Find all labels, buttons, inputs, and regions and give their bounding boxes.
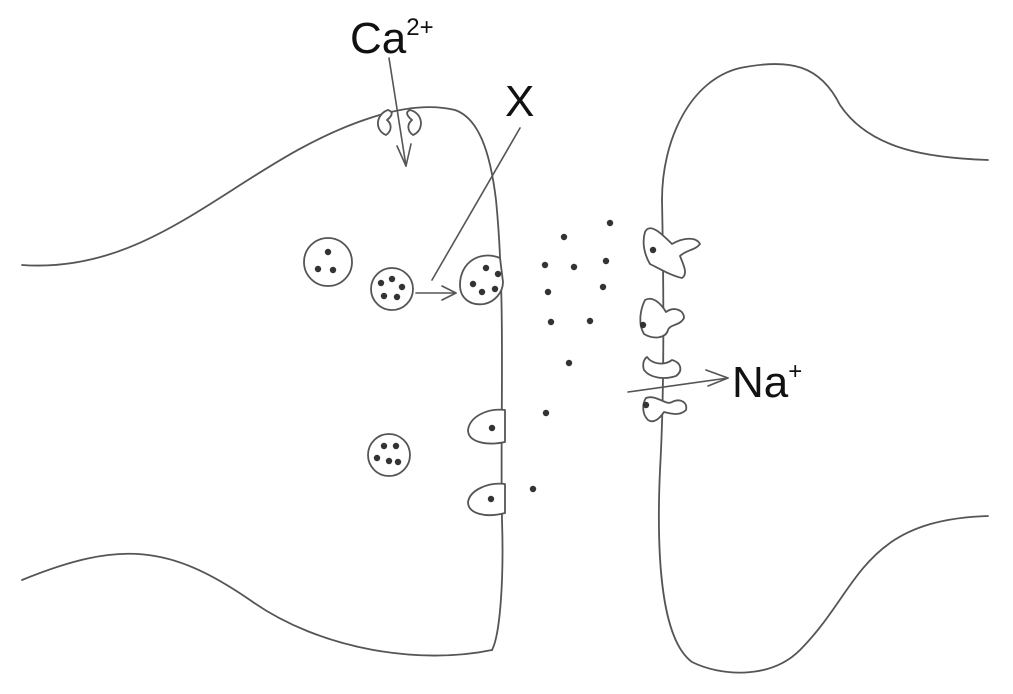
fusing-vesicle-x bbox=[459, 254, 504, 306]
postsynaptic-membrane-side bbox=[658, 199, 989, 674]
neurotransmitter bbox=[544, 288, 552, 296]
postsynaptic-terminal bbox=[658, 63, 989, 674]
receptor-3 bbox=[642, 356, 682, 379]
neurotransmitter bbox=[541, 261, 549, 269]
calcium-channel-right-half bbox=[406, 109, 422, 136]
neurotransmitter bbox=[602, 257, 610, 265]
sodium-ion-label: Na+ bbox=[732, 358, 802, 407]
sodium-influx-arrow bbox=[627, 369, 729, 393]
vesicle-2 bbox=[370, 267, 414, 311]
neurotransmitter bbox=[586, 317, 594, 325]
vesicle-3 bbox=[367, 433, 411, 477]
x-pointer-line bbox=[431, 127, 521, 281]
calcium-influx-arrow bbox=[388, 57, 412, 167]
neurotransmitter bbox=[529, 485, 537, 493]
neurotransmitter bbox=[570, 263, 578, 271]
neurotransmitter bbox=[542, 409, 550, 417]
presynaptic-membrane-lower bbox=[21, 552, 493, 657]
presynaptic-terminal bbox=[21, 106, 504, 657]
neurotransmitter bbox=[547, 318, 555, 326]
calcium-label-base: Ca bbox=[350, 14, 407, 63]
receptor-2 bbox=[639, 297, 685, 339]
neurotransmitter bbox=[599, 283, 607, 291]
sodium-label-base: Na bbox=[732, 358, 789, 407]
fusing-vesicle-lower-1 bbox=[467, 408, 506, 445]
neurotransmitter bbox=[606, 219, 614, 227]
receptor-1 bbox=[642, 227, 701, 279]
neurotransmitter bbox=[565, 359, 573, 367]
presynaptic-membrane-upper bbox=[21, 106, 504, 651]
neurotransmitter-molecules bbox=[529, 219, 614, 493]
neurotransmitter bbox=[560, 233, 568, 241]
calcium-label-charge: 2+ bbox=[406, 14, 433, 41]
vesicle-movement-arrow bbox=[415, 285, 457, 301]
vesicle-1 bbox=[303, 237, 353, 287]
calcium-channel bbox=[377, 109, 422, 136]
x-label: X bbox=[505, 77, 534, 126]
postsynaptic-membrane-upper bbox=[661, 63, 989, 201]
calcium-channel-left-half bbox=[377, 109, 393, 136]
calcium-ion-label: Ca2+ bbox=[350, 14, 434, 63]
fusing-vesicle-lower-2 bbox=[467, 482, 506, 516]
sodium-label-charge: + bbox=[788, 358, 802, 385]
receptor-4 bbox=[642, 396, 688, 423]
